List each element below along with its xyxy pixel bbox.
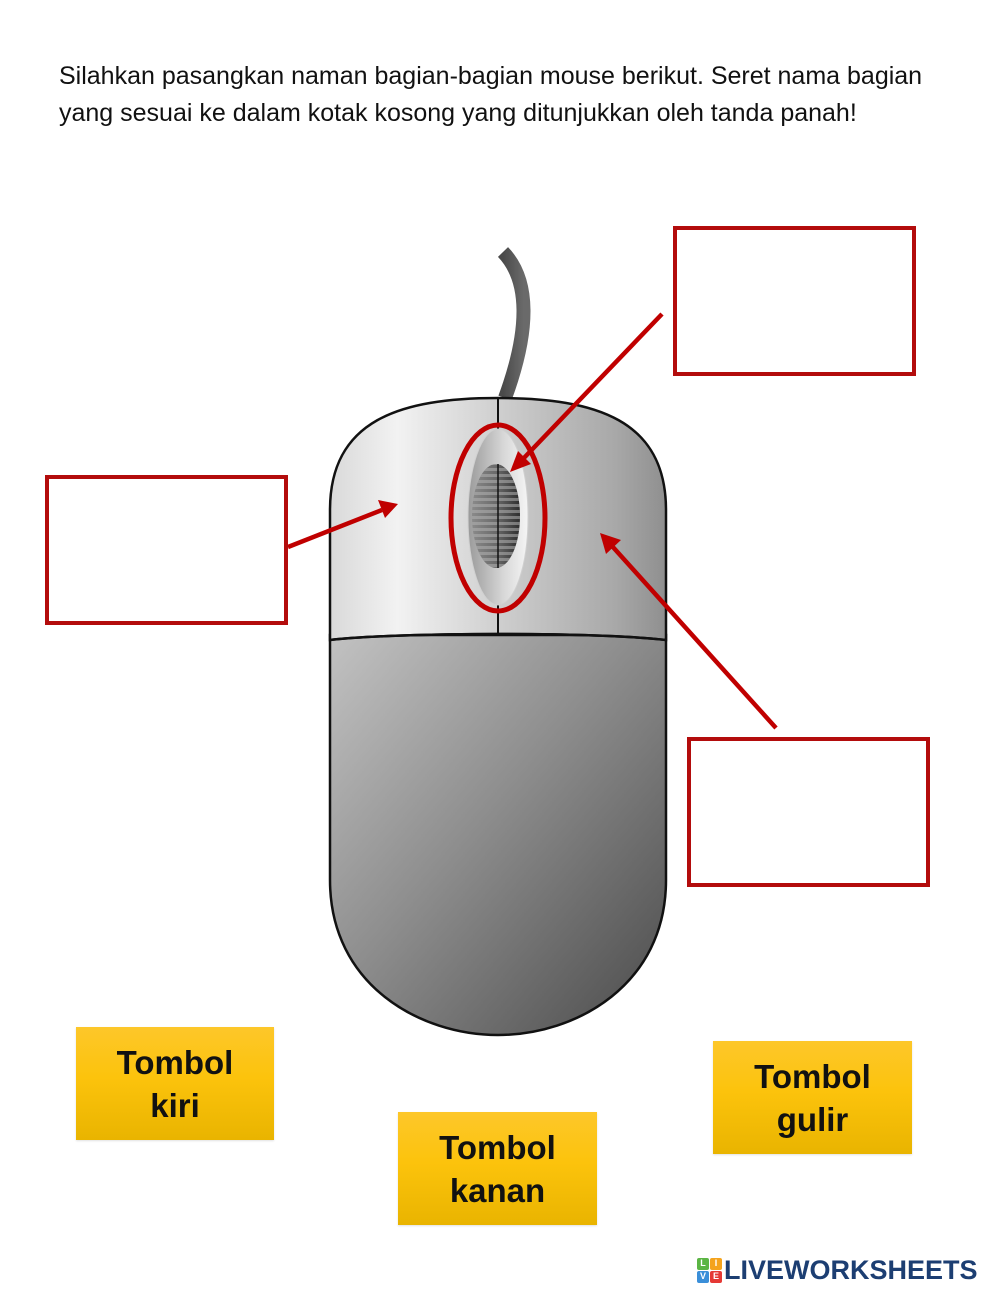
scroll-wheel-highlight-oval	[448, 422, 548, 614]
instructions-text: Silahkan pasangkan naman bagian-bagian m…	[59, 62, 923, 127]
label-line-2: gulir	[776, 1100, 849, 1138]
label-line-1: Tombol	[439, 1128, 556, 1166]
liveworksheets-logo: L I V E LIVEWORKSHEETS	[697, 1256, 978, 1284]
label-card-tombol-gulir[interactable]: Tombol gulir	[713, 1041, 912, 1154]
label-line-2: kanan	[449, 1171, 546, 1209]
drop-box-left-button[interactable]	[45, 475, 288, 625]
logo-badge-l: L	[697, 1257, 709, 1270]
logo-badge-e: E	[710, 1270, 722, 1283]
label-card-tombol-kanan[interactable]: Tombol kanan	[398, 1112, 597, 1225]
logo-badge-i: I	[710, 1257, 722, 1270]
arrow-head-right-button	[600, 533, 621, 554]
mouse-cord	[497, 247, 531, 401]
mouse-body	[328, 633, 668, 1037]
arrow-head-left-button	[378, 500, 398, 518]
logo-badge-icon: L I V E	[697, 1257, 722, 1283]
arrow-head-scroll-wheel	[510, 451, 531, 472]
logo-text: LIVEWORKSHEETS	[724, 1255, 978, 1285]
label-line-1: Tombol	[754, 1057, 871, 1095]
label-line-1: Tombol	[116, 1043, 234, 1081]
logo-badge-v: V	[697, 1270, 709, 1283]
drop-box-scroll-wheel[interactable]	[673, 226, 916, 376]
label-card-tombol-kiri[interactable]: Tombol kiri	[76, 1027, 274, 1140]
label-line-2: kiri	[150, 1086, 200, 1124]
drop-box-right-button[interactable]	[687, 737, 930, 887]
